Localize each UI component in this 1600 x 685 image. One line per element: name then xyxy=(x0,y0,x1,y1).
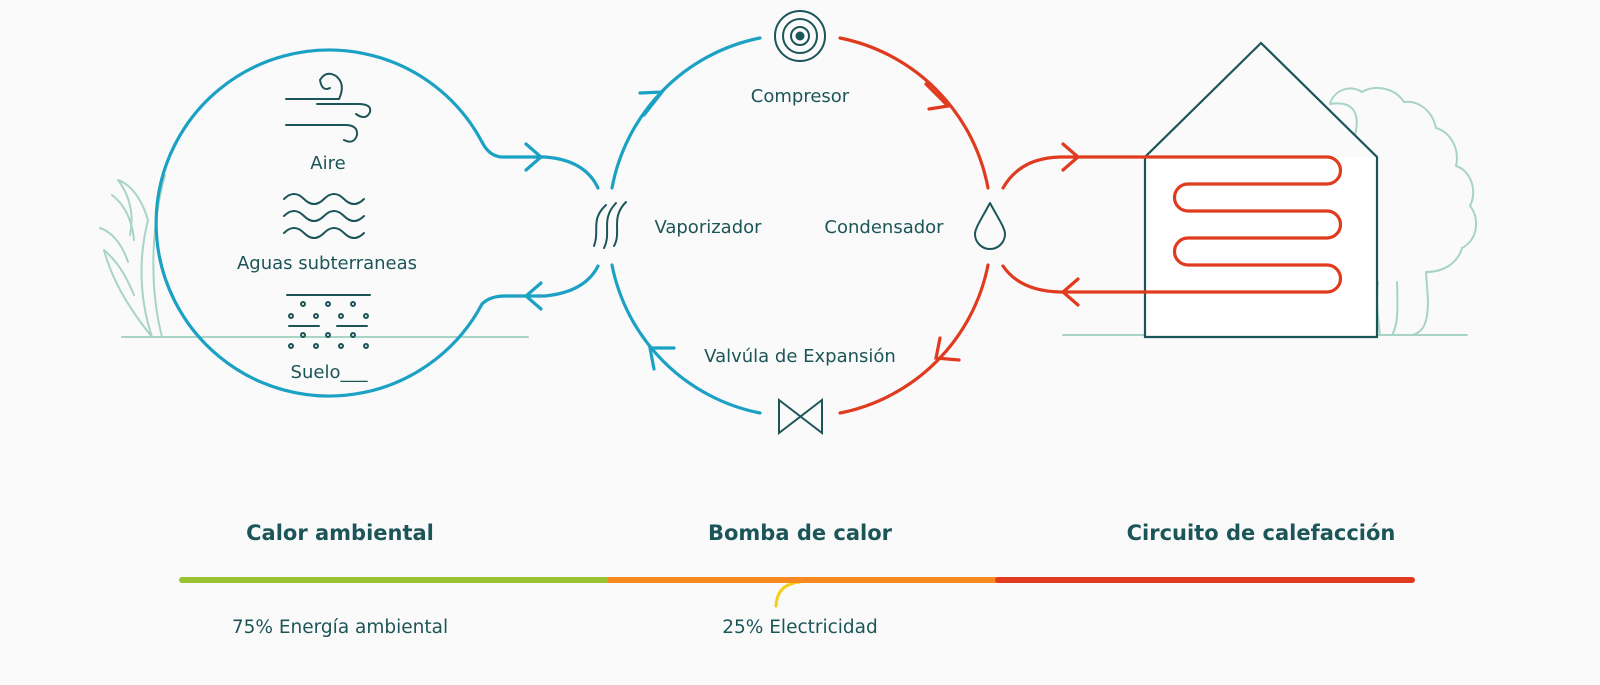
expansion-valve-label: Valvúla de Expansión xyxy=(704,346,896,367)
compressor-label: Compresor xyxy=(751,86,850,107)
ambient-heat-heading: Calor ambiental xyxy=(246,521,434,545)
air-label: Aire xyxy=(310,153,345,174)
evaporator-label: Vaporizador xyxy=(654,217,762,238)
wind-icon xyxy=(285,72,372,143)
heating-circuit xyxy=(1001,142,1343,307)
refrigerant-loop xyxy=(610,36,990,415)
valve-icon xyxy=(778,397,823,436)
heat-waves-icon xyxy=(593,201,627,249)
droplet-icon xyxy=(974,202,1006,250)
compressor-icon xyxy=(774,10,826,62)
ambient-energy-label: 75% Energía ambiental xyxy=(232,617,448,638)
heat-pump-heading: Bomba de calor xyxy=(708,521,893,545)
heat-source-loop xyxy=(154,48,600,398)
groundwater-label: Aguas subterraneas xyxy=(237,253,417,274)
energy-bar xyxy=(179,577,1415,608)
soil-icon xyxy=(286,294,371,349)
condenser-label: Condensador xyxy=(824,217,944,238)
house xyxy=(1143,41,1379,339)
waves-icon xyxy=(283,193,365,239)
ground-label: Suelo___ xyxy=(291,362,369,383)
electricity-label: 25% Electricidad xyxy=(722,617,878,638)
heating-circuit-heading: Circuito de calefacción xyxy=(1127,521,1396,545)
